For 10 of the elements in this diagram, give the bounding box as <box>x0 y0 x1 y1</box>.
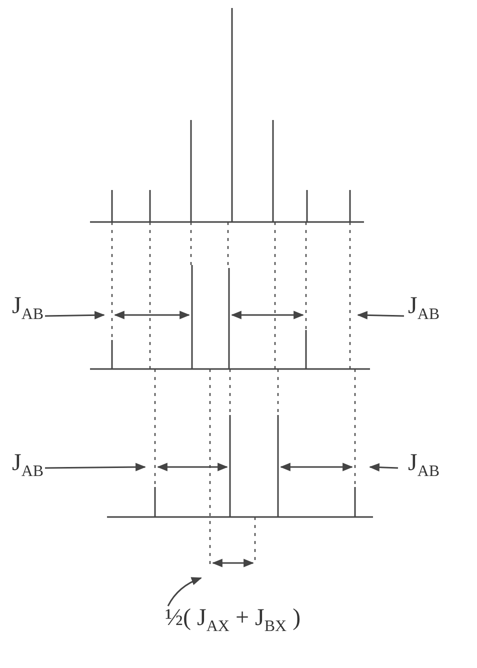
leader-line <box>45 462 146 472</box>
formula-label: J$_{AB}$ <box>408 449 440 481</box>
leader-line <box>356 311 404 320</box>
leader-line <box>167 577 202 606</box>
leader-line <box>44 310 106 320</box>
formula-label: J$_{AB}$ <box>408 292 440 324</box>
formula-label: ½( J$_{AX}$ + J$_{BX}$ ) <box>165 604 301 636</box>
formula-label: J$_{AB}$ <box>12 292 44 324</box>
leader-line <box>368 463 398 472</box>
formula-label: J$_{AB}$ <box>12 449 44 481</box>
